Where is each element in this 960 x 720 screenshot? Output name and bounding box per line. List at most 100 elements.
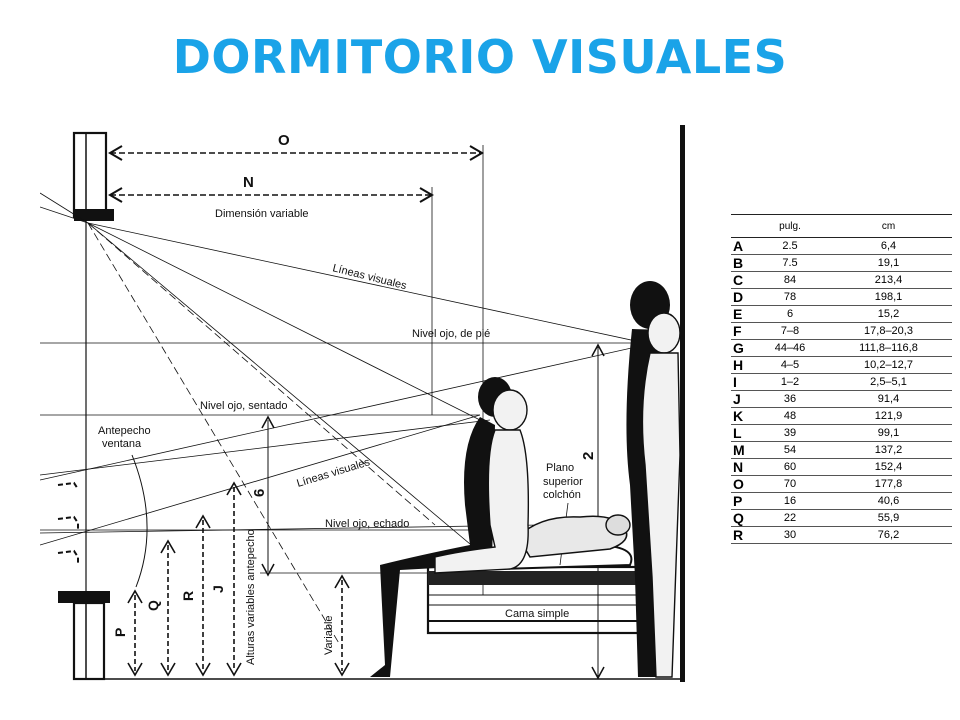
label-nivel-ojo-echado: Nivel ojo, echado [325,518,409,530]
cell-pulg: 44–46 [755,339,825,357]
bedroom-sightline-diagram: O N Dimensión variable Líneas visuales N… [40,125,685,682]
window-wall-lower [58,591,110,681]
cell-letter: A [731,237,755,255]
antepecho-arc [131,454,148,588]
label-r: R [180,591,196,601]
cell-letter: O [731,475,755,493]
cell-cm: 99,1 [825,424,952,442]
cell-letter: J [731,390,755,408]
cell-pulg: 60 [755,458,825,476]
cell-pulg: 7.5 [755,254,825,272]
reclining-figure [517,514,631,558]
cell-pulg: 22 [755,509,825,527]
cell-cm: 19,1 [825,254,952,272]
label-lineas-visuales-top: Líneas visuales [331,262,408,292]
eye-level-lines [40,342,646,546]
header-letter [731,214,755,238]
standing-figure [641,312,681,678]
cell-letter: M [731,441,755,459]
cell-pulg: 78 [755,288,825,306]
label-2: 2 [580,452,597,460]
cell-pulg: 6 [755,305,825,323]
label-plano: Plano [546,462,574,474]
label-p: P [112,628,128,637]
label-lineas-visuales-mid: Líneas visuales [295,456,371,490]
cell-cm: 2,5–5,1 [825,373,952,391]
label-dimension-variable: Dimensión variable [215,208,309,220]
cell-cm: 198,1 [825,288,952,306]
label-nivel-ojo-sentado: Nivel ojo, sentado [200,400,287,412]
cell-letter: Q [731,509,755,527]
header-cm: cm [825,214,952,238]
cell-letter: B [731,254,755,272]
cell-pulg: 48 [755,407,825,425]
label-q: Q [145,600,161,611]
cell-pulg: 7–8 [755,322,825,340]
label-superior: superior [543,476,583,488]
cell-pulg: 2.5 [755,237,825,255]
cell-letter: K [731,407,755,425]
label-colchon: colchón [543,489,581,501]
cell-letter: N [731,458,755,476]
cell-cm: 55,9 [825,509,952,527]
cell-cm: 121,9 [825,407,952,425]
dimension-ladders [127,481,350,677]
cell-cm: 91,4 [825,390,952,408]
cell-cm: 15,2 [825,305,952,323]
cell-letter: H [731,356,755,374]
window-wall-upper [72,131,114,221]
cell-cm: 6,4 [825,237,952,255]
cell-letter: L [731,424,755,442]
cell-cm: 111,8–116,8 [825,339,952,357]
seated-figure [434,389,530,574]
cell-pulg: 84 [755,271,825,289]
cell-letter: C [731,271,755,289]
label-o: O [278,132,290,149]
label-n: N [243,174,254,191]
cell-pulg: 36 [755,390,825,408]
cell-cm: 177,8 [825,475,952,493]
label-antepecho: Antepecho [98,425,151,437]
cell-pulg: 54 [755,441,825,459]
figure-edge [680,125,685,682]
label-cama-simple: Cama simple [505,608,569,620]
label-alturas: Alturas variables antepecho [245,529,257,665]
cell-cm: 40,6 [825,492,952,510]
cell-letter: I [731,373,755,391]
cell-cm: 152,4 [825,458,952,476]
cell-pulg: 39 [755,424,825,442]
cell-letter: R [731,526,755,544]
cell-pulg: 30 [755,526,825,544]
table-header-row: pulg. cm [731,214,952,238]
header-pulg: pulg. [755,214,825,238]
cell-pulg: 4–5 [755,356,825,374]
label-j: J [210,585,226,593]
cell-letter: G [731,339,755,357]
cell-cm: 10,2–12,7 [825,356,952,374]
cell-pulg: 1–2 [755,373,825,391]
label-variable: Variable [323,615,335,655]
cell-pulg: 16 [755,492,825,510]
cell-letter: E [731,305,755,323]
cell-letter: D [731,288,755,306]
cell-letter: F [731,322,755,340]
sill-options [57,481,79,565]
